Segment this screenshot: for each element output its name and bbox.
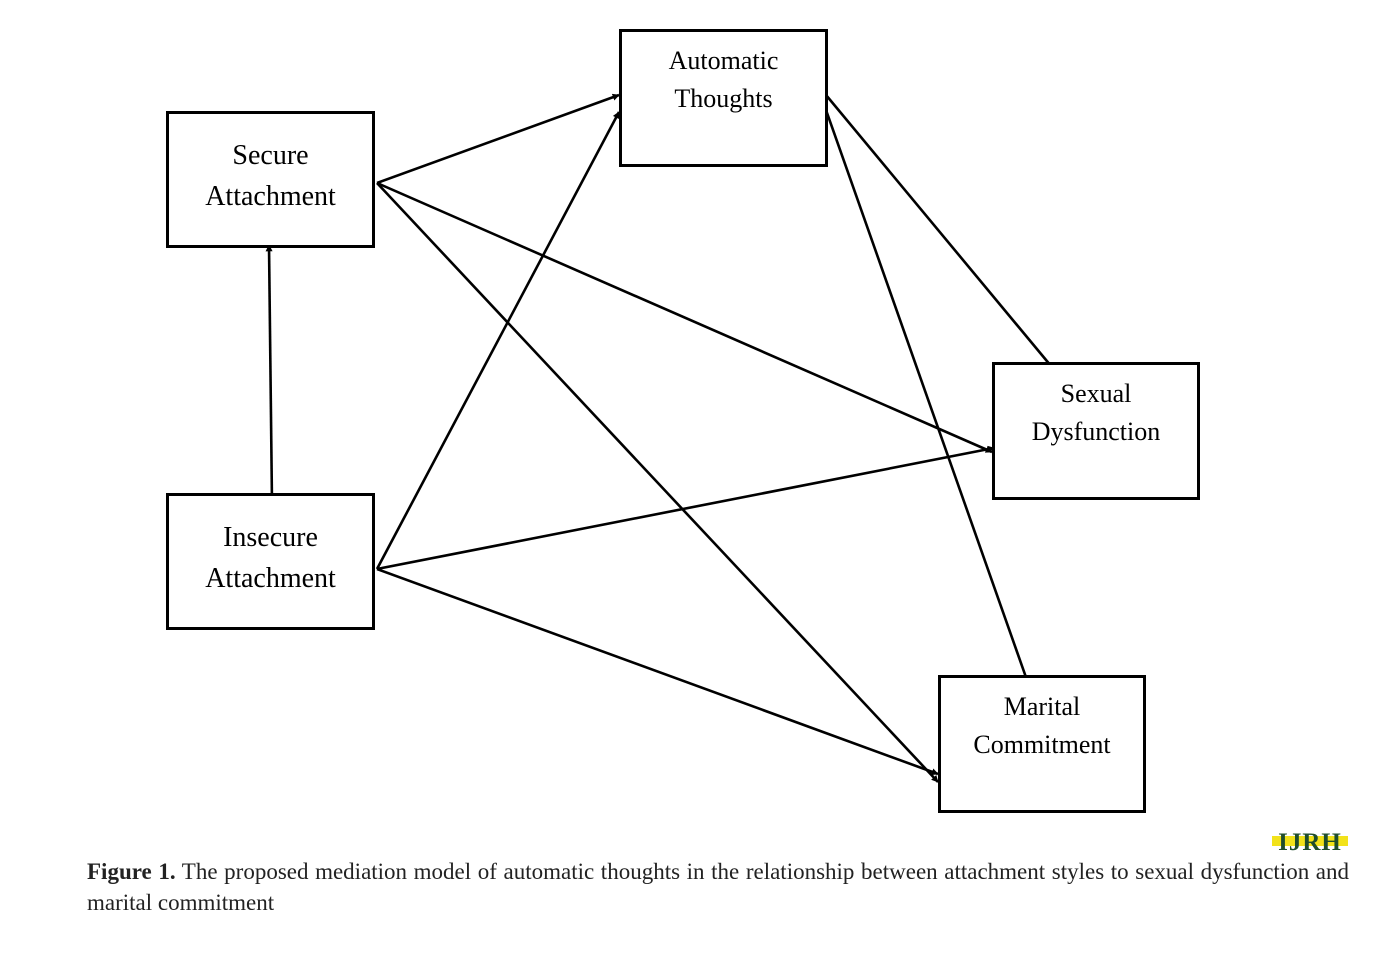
figure-caption-text: The proposed mediation model of automati… xyxy=(87,859,1350,915)
node-sexual-line-2: Dysfunction xyxy=(1031,416,1161,446)
node-insecure-attachment: Insecure Attachment xyxy=(166,493,375,630)
node-marital-line-2: Commitment xyxy=(973,729,1111,759)
edge-insecure-attachment-to-automatic-thoughts xyxy=(375,111,621,570)
node-automatic-line-1: Automatic xyxy=(668,46,779,75)
edge-secure-attachment-to-marital-commitment xyxy=(376,182,939,783)
node-marital-line-1: Marital xyxy=(1003,692,1081,721)
edge-insecure-attachment-to-marital-commitment xyxy=(376,567,939,776)
node-secure-attachment: Secure Attachment xyxy=(166,111,375,248)
edge-automatic-thoughts-to-marital-commitment xyxy=(824,109,1030,684)
journal-logo: IJRH xyxy=(1272,829,1348,854)
logo-accent-band xyxy=(1272,836,1348,846)
figure-caption: Figure 1. The proposed mediation model o… xyxy=(87,856,1349,918)
node-secure-line-2: Attachment xyxy=(205,180,336,212)
node-automatic-line-2: Thoughts xyxy=(674,83,773,113)
node-automatic-thoughts: Automatic Thoughts xyxy=(619,29,828,167)
node-sexual-line-1: Sexual xyxy=(1060,379,1132,408)
node-insecure-line-2: Attachment xyxy=(205,562,336,594)
node-secure-line-1: Secure xyxy=(232,139,309,171)
edge-insecure-attachment-to-sexual-dysfunction xyxy=(376,445,995,571)
edge-secure-attachment-to-automatic-thoughts xyxy=(376,93,620,185)
node-insecure-line-1: Insecure xyxy=(223,521,318,553)
logo-text: IJRH xyxy=(1278,829,1342,854)
edge-secure-attachment-to-insecure-attachment xyxy=(265,244,276,504)
node-marital-commitment: Marital Commitment xyxy=(938,675,1146,813)
edge-automatic-thoughts-to-sexual-dysfunction xyxy=(824,94,1058,373)
edge-secure-attachment-to-sexual-dysfunction xyxy=(376,181,993,454)
node-sexual-dysfunction: Sexual Dysfunction xyxy=(992,362,1200,500)
figure-caption-label: Figure 1. xyxy=(87,859,176,884)
edges-layer xyxy=(265,93,1058,783)
